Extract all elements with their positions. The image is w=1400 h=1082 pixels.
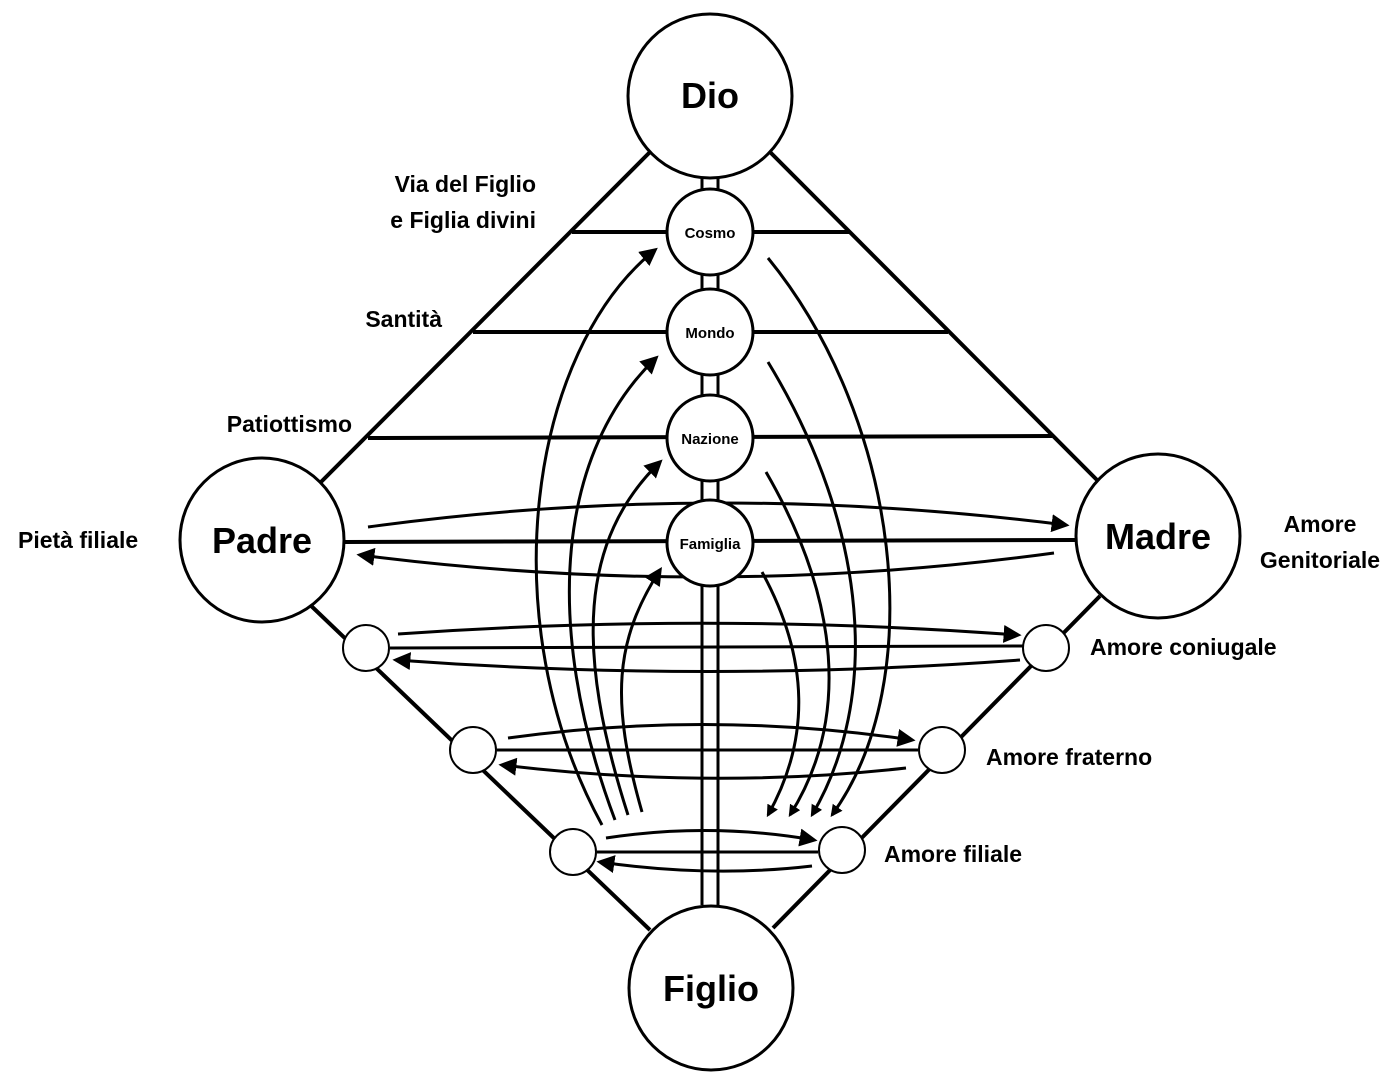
arrow-filiale-right <box>605 828 818 847</box>
label-amore-filiale: Amore filiale <box>884 841 1022 867</box>
arrow-up-to-cosmo <box>534 247 658 826</box>
arrow-fraterno-right <box>507 722 916 747</box>
label-santita: Santità <box>365 306 442 332</box>
node-small-right-3 <box>818 826 866 874</box>
arrow-down-from-famiglia <box>760 571 801 818</box>
arrow-filiale-left <box>596 855 813 873</box>
label-via-line2: e Figlia divini <box>390 207 536 233</box>
label-amore-fraterno: Amore fraterno <box>986 744 1152 770</box>
label-madre: Madre <box>1105 516 1211 557</box>
label-padre: Padre <box>212 520 312 561</box>
node-mondo <box>665 287 755 377</box>
label-amore-genitoriale-line1: Amore <box>1284 511 1357 537</box>
label-mondo: Mondo <box>685 325 734 342</box>
node-padre <box>178 456 346 624</box>
node-small-right-2 <box>918 726 966 774</box>
node-small-left-2 <box>449 726 497 774</box>
arrow-up-to-nazione <box>591 459 663 816</box>
label-famiglia: Famiglia <box>680 536 742 553</box>
label-amore-coniugale: Amore coniugale <box>1090 634 1277 660</box>
arrow-up-to-mondo <box>567 355 659 821</box>
node-nazione <box>665 393 755 483</box>
label-via-line1: Via del Figlio <box>395 171 536 197</box>
node-small-left-1 <box>342 624 390 672</box>
label-amore-genitoriale-line2: Genitoriale <box>1260 547 1380 573</box>
label-dio: Dio <box>681 75 739 116</box>
label-patriottismo: Patiottismo <box>227 411 352 437</box>
arrow-fraterno-left <box>498 757 907 780</box>
label-figlio: Figlio <box>663 968 759 1009</box>
arrow-coniugale-right <box>397 621 1022 643</box>
label-nazione: Nazione <box>681 431 739 448</box>
arrow-coniugale-left <box>392 652 1021 673</box>
node-famiglia <box>665 498 755 588</box>
edge-dio-padre <box>318 150 652 485</box>
arrow-down-from-nazione <box>764 471 831 818</box>
node-small-right-1 <box>1022 624 1070 672</box>
node-figlio <box>627 904 795 1072</box>
node-cosmo <box>665 187 755 277</box>
label-pieta-filiale: Pietà filiale <box>18 527 138 553</box>
label-cosmo: Cosmo <box>685 225 736 242</box>
edge-dio-madre <box>768 150 1099 482</box>
node-madre <box>1074 452 1242 620</box>
arrow-up-to-famiglia <box>620 566 662 813</box>
arrow-down-from-cosmo <box>766 257 892 817</box>
arrow-down-from-mondo <box>766 361 857 818</box>
node-dio <box>626 12 794 180</box>
node-small-left-3 <box>549 828 597 876</box>
level-line-coniugale <box>389 644 1025 650</box>
